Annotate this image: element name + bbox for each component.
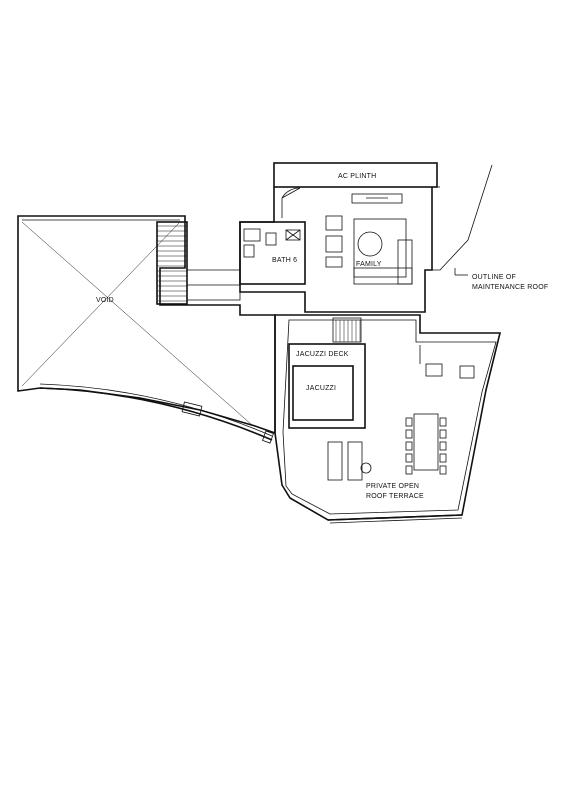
jacuzzi-deck-label: JACUZZI DECK	[296, 351, 349, 358]
void-area: VOID	[17, 215, 276, 444]
dining-chair	[439, 417, 447, 427]
dining-chair	[439, 453, 447, 463]
maintenance-roof-label-1: OUTLINE OF	[472, 274, 516, 281]
dining-chair	[405, 417, 413, 427]
dining-chair	[439, 429, 447, 439]
dining-chair	[405, 453, 413, 463]
jacuzzi-deck: JACUZZI DECK JACUZZI	[288, 343, 366, 429]
stair	[156, 221, 241, 305]
dining-chair	[405, 429, 413, 439]
dining-chair	[439, 441, 447, 451]
bath-label: BATH 6	[272, 257, 297, 264]
dining-chair	[439, 465, 447, 475]
void-label: VOID	[96, 297, 114, 304]
jacuzzi-label: JACUZZI	[306, 385, 336, 392]
roof-terrace: PRIVATE OPEN ROOF TERRACE	[274, 314, 502, 524]
family-room: FAMILY	[239, 187, 433, 313]
ac-plinth: AC PLINTH	[273, 162, 438, 188]
ac-plinth-label: AC PLINTH	[338, 173, 376, 180]
maintenance-roof-label-2: MAINTENANCE ROOF	[472, 284, 548, 291]
dining-chair	[405, 441, 413, 451]
family-label: FAMILY	[356, 261, 382, 268]
maintenance-roof-outline: OUTLINE OF MAINTENANCE ROOF	[432, 164, 548, 291]
dining-chair	[405, 465, 413, 475]
bath-6: BATH 6	[239, 221, 306, 285]
terrace-label-2: ROOF TERRACE	[366, 493, 424, 500]
terrace-label-1: PRIVATE OPEN	[366, 483, 419, 490]
